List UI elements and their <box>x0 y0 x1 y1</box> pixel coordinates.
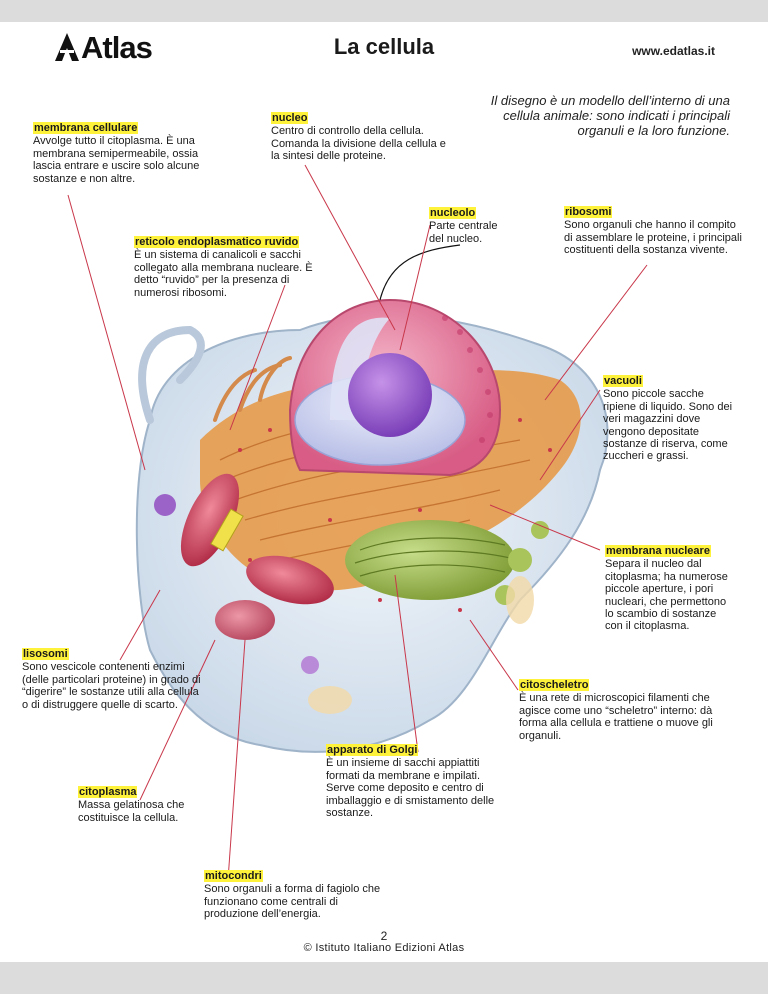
label-lisosomi: lisosomi Sono vescicole contenenti enzim… <box>22 648 207 711</box>
label-desc: È un insieme di sacchi appiattiti format… <box>326 757 495 820</box>
label-desc: Sono organuli a forma di fagiolo che fun… <box>204 883 381 921</box>
copyright: © Istituto Italiano Edizioni Atlas <box>303 942 465 954</box>
label-apparato-golgi: apparato di Golgi È un insieme di sacchi… <box>326 744 506 819</box>
lysosome-shape <box>154 494 176 516</box>
label-reticolo-endoplasmatico: reticolo endoplasmatico ruvido È un sist… <box>134 236 324 299</box>
label-title: reticolo endoplasmatico ruvido <box>134 236 300 249</box>
page-title: La cellula <box>333 34 435 59</box>
label-membrana-nucleare: membrana nucleare Separa il nucleo dal c… <box>605 545 730 633</box>
label-desc: Separa il nucleo dal citoplasma; ha nume… <box>605 558 728 633</box>
label-desc: È un sistema di canalicoli e sacchi coll… <box>134 249 313 299</box>
label-citoscheletro: citoscheletro È una rete di microscopici… <box>519 679 719 742</box>
label-nucleolo: nucleolo Parte centrale del nucleo. <box>429 207 514 245</box>
label-title: citoplasma <box>78 786 138 799</box>
label-title: nucleo <box>271 112 309 125</box>
label-desc: Parte centrale del nucleo. <box>429 220 498 245</box>
label-desc: Centro di controllo della cellula. Coman… <box>271 125 446 163</box>
label-desc: Sono piccole sacche ripiene di liquido. … <box>603 388 733 463</box>
label-title: ribosomi <box>564 206 613 219</box>
label-title: membrana cellulare <box>33 122 139 135</box>
label-desc: Avvolge tutto il citoplasma. È una membr… <box>33 135 200 185</box>
page-number: 2 <box>380 929 388 943</box>
label-title: lisosomi <box>22 648 69 661</box>
label-ribosomi: ribosomi Sono organuli che hanno il comp… <box>564 206 744 257</box>
atlas-logo: Atlas <box>54 29 153 65</box>
label-desc: È una rete di microscopici filamenti che… <box>519 692 713 742</box>
atlas-logo-mark <box>55 33 79 61</box>
website-link[interactable]: www.edatlas.it <box>632 44 715 58</box>
label-title: vacuoli <box>603 375 643 388</box>
label-citoplasma: citoplasma Massa gelatinosa che costitui… <box>78 786 218 824</box>
label-desc: Sono organuli che hanno il compito di as… <box>564 219 742 257</box>
golgi-shape <box>345 520 515 600</box>
label-title: membrana nucleare <box>605 545 711 558</box>
bottom-band <box>0 962 768 994</box>
label-title: apparato di Golgi <box>326 744 419 757</box>
label-desc: Massa gelatinosa che costituisce la cell… <box>78 799 185 824</box>
label-title: citoscheletro <box>519 679 590 692</box>
top-band <box>0 0 768 22</box>
label-mitocondri: mitocondri Sono organuli a forma di fagi… <box>204 870 389 921</box>
mitochondrion-shape <box>180 473 240 567</box>
label-desc: Sono vescicole contenenti enzimi (delle … <box>22 661 201 711</box>
label-title: mitocondri <box>204 870 263 883</box>
logo-text: Atlas <box>81 29 153 65</box>
nucleolus-shape <box>348 353 432 437</box>
label-nucleo: nucleo Centro di controllo della cellula… <box>271 112 451 163</box>
label-vacuoli: vacuoli Sono piccole sacche ripiene di l… <box>603 375 733 463</box>
intro-text: Il disegno è un modello dell’interno di … <box>490 93 730 138</box>
label-membrana-cellulare: membrana cellulare Avvolge tutto il cito… <box>33 122 223 185</box>
label-title: nucleolo <box>429 207 477 220</box>
